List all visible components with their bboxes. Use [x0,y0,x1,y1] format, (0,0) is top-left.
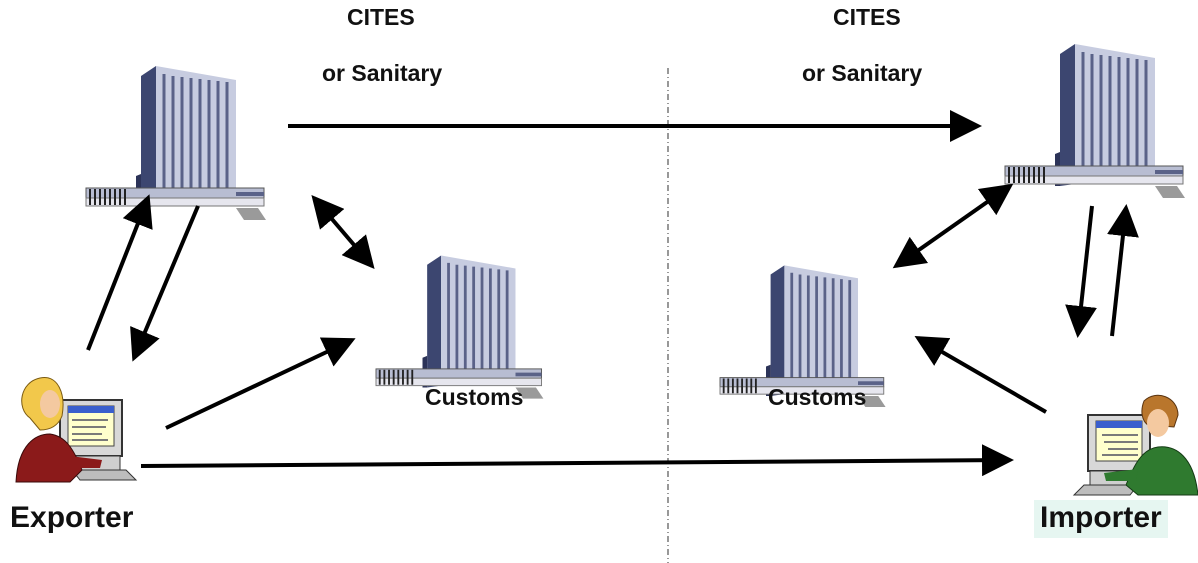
arrow-importer-to-customs [914,335,1048,414]
arrow-cites-customs-import [892,183,1014,269]
customs-building-export [374,254,545,401]
cites-agency-building-export [84,64,268,222]
arrow-cites-to-exporter [130,205,200,362]
importer-label: Importer [1034,500,1168,538]
arrow-exporter-to-customs [165,337,356,430]
importer-icon [1073,394,1198,496]
right-cites-title: CITES [833,4,901,30]
left-cites-title: CITES [347,4,415,30]
right-customs-label: Customs [768,384,867,410]
arrow-cites-to-importer [1065,205,1097,338]
arrow-exporter-to-importer [140,444,1014,477]
right-cites-subtitle: or Sanitary [802,60,923,86]
arrow-cites-customs-export [311,194,375,270]
cites-agency-building-import [1003,42,1187,200]
exporter-label: Exporter [10,501,134,534]
exporter-icon [15,377,137,483]
left-cites-subtitle: or Sanitary [322,60,443,86]
arrow-importer-to-cites [1107,204,1139,337]
left-customs-label: Customs [425,384,524,410]
arrow-exporter-to-cites [86,194,153,351]
